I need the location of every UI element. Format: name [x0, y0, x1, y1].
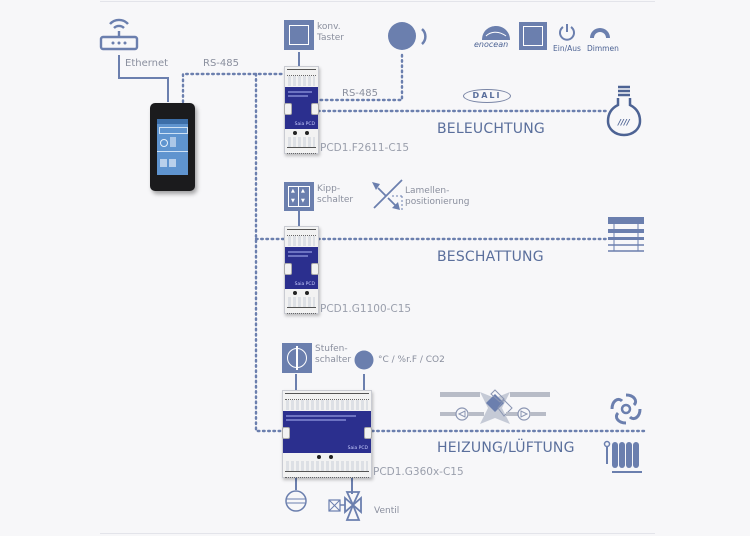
push-button-icon — [284, 20, 314, 50]
model-f2611: PCD1.F2611-C15 — [320, 142, 410, 154]
taster-label-2: Taster — [317, 33, 344, 43]
top-separator — [100, 1, 655, 2]
ein-aus-label: Ein/Aus — [553, 44, 581, 53]
pcd-module-f2611: Saia PCD — [284, 66, 319, 154]
pump-icon — [285, 490, 307, 512]
stufen-label-1: Stufen- — [315, 344, 348, 354]
step-switch-icon — [282, 343, 312, 373]
lamellen-label-2: positionierung — [405, 197, 470, 207]
model-g1100: PCD1.G1100-C15 — [320, 303, 412, 315]
wifi-router-icon — [99, 18, 139, 51]
ventil-label: Ventil — [374, 506, 400, 516]
pcd-module-g360x: Saia PCD — [282, 390, 372, 478]
rocker-switch-icon: ▲▲ ▼▼ — [284, 182, 314, 211]
stufen-label-2: schalter — [315, 355, 352, 365]
wireless-line — [316, 53, 404, 102]
ethernet-line — [118, 55, 169, 102]
touch-panel-screen — [157, 119, 188, 175]
fan-icon — [610, 393, 642, 425]
lamellen-label-1: Lamellen- — [405, 186, 450, 196]
valve-icon — [328, 491, 362, 521]
climate-sensor-icon — [354, 350, 374, 370]
section-title-heizung-lueftung: HEIZUNG/LÜFTUNG — [437, 440, 575, 456]
rs485-label-top: RS-485 — [203, 58, 239, 69]
power-icon — [559, 24, 575, 41]
hvac-unit-icon — [440, 389, 550, 424]
taster-label-1: konv. — [317, 22, 341, 32]
lightbulb-icon: //// — [606, 85, 642, 137]
rs485-bus-vertical — [254, 72, 286, 433]
blinds-icon — [608, 217, 644, 252]
ethernet-label: Ethernet — [125, 58, 169, 69]
kipp-label-1: Kipp- — [317, 184, 341, 194]
section-title-beleuchtung: BELEUCHTUNG — [437, 121, 545, 137]
touch-panel-icon — [150, 103, 195, 191]
bottom-separator — [100, 533, 655, 534]
pcd-module-g1100: Saia PCD — [284, 226, 319, 314]
svg-text:////: //// — [617, 118, 631, 127]
enocean-logo-icon — [482, 26, 510, 40]
wireless-sensor-icon — [388, 22, 427, 50]
climate-sensor-label: °C / %r.F / CO2 — [378, 355, 445, 365]
rs485-label-mid: RS-485 — [342, 88, 378, 99]
dali-badge: DALI — [463, 89, 511, 103]
dimmer-icon — [590, 28, 610, 38]
dimmen-label: Dimmen — [587, 44, 619, 53]
slat-position-icon — [372, 179, 403, 212]
model-g360x: PCD1.G360x-C15 — [373, 466, 464, 478]
wireless-button-icon — [519, 22, 547, 50]
enocean-label: enocean — [474, 40, 509, 49]
kipp-label-2: schalter — [317, 195, 354, 205]
radiator-icon — [603, 440, 642, 473]
section-title-beschattung: BESCHATTUNG — [437, 249, 544, 265]
rs485-line-top — [181, 72, 286, 104]
